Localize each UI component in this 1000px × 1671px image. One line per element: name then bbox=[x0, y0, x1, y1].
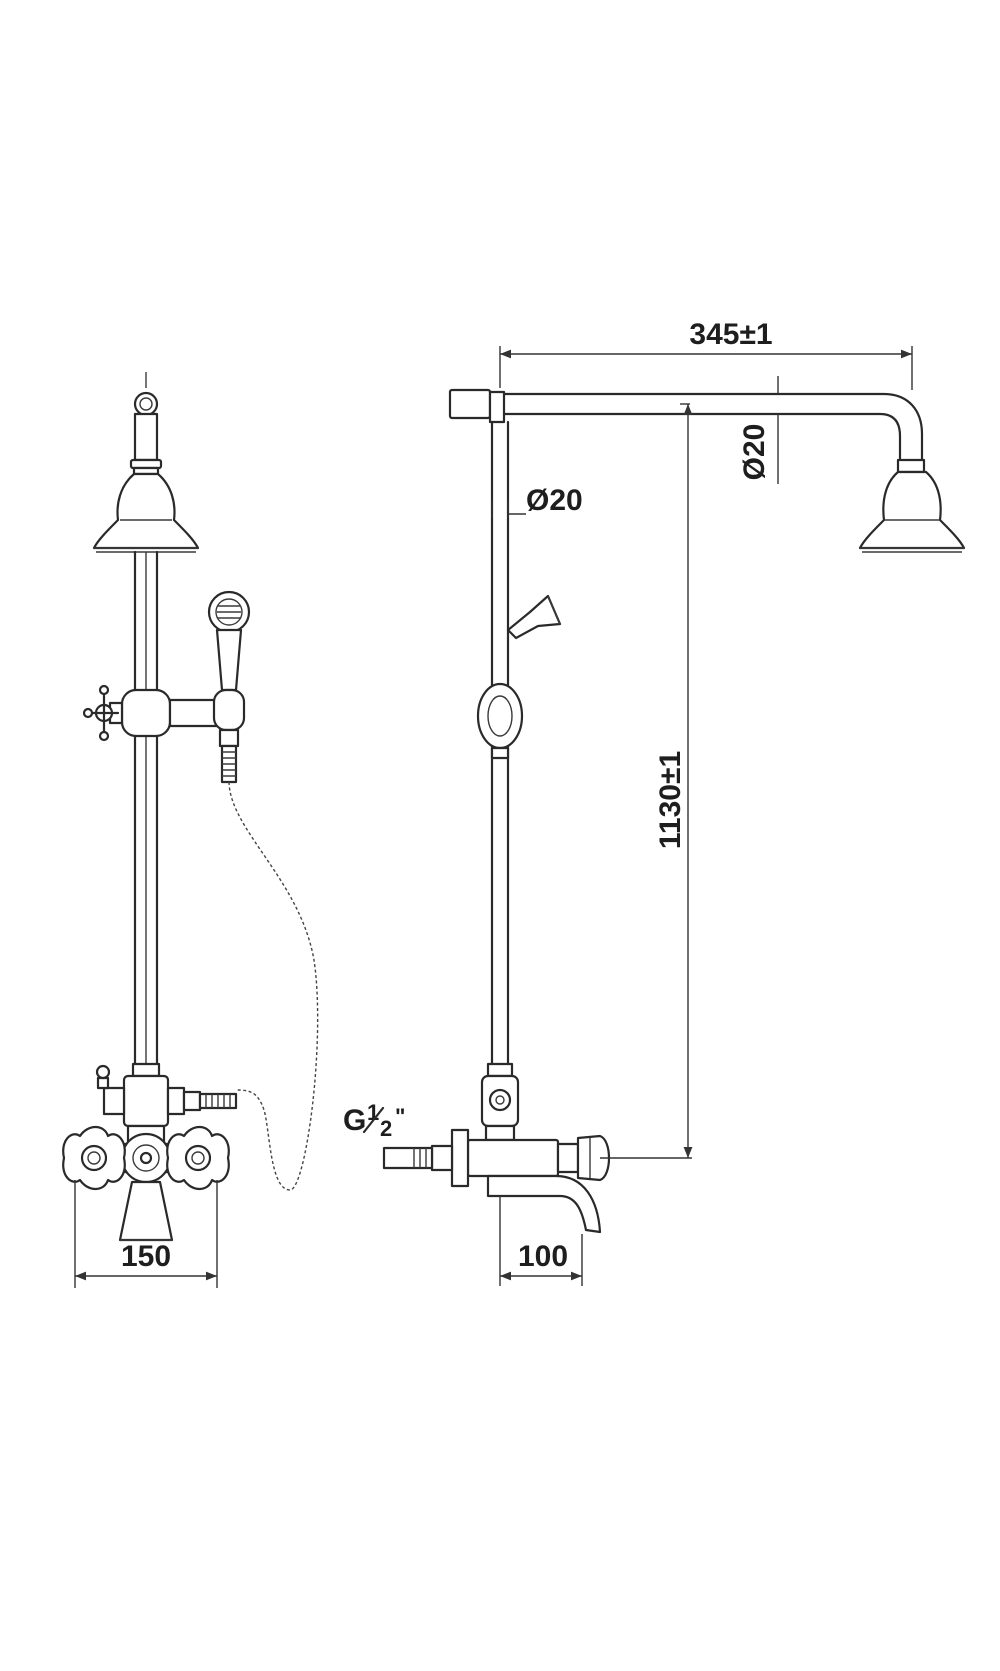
side-overhead-shower-head bbox=[858, 470, 966, 553]
side-shower-arm bbox=[502, 392, 926, 474]
side-slider-bracket bbox=[476, 682, 524, 760]
side-spout bbox=[486, 1174, 602, 1234]
dimension-head-arm-length: 345±1 bbox=[499, 318, 913, 390]
front-diverter-body bbox=[95, 1062, 238, 1128]
thread-spec-label: G 1 2 " bbox=[343, 1100, 405, 1141]
dimension-label-riser-diameter: Ø20 bbox=[526, 484, 583, 517]
thread-unit: " bbox=[395, 1104, 405, 1129]
front-flexible-hose bbox=[228, 781, 319, 1191]
side-inlet-connector bbox=[382, 1144, 454, 1172]
side-diverter-body bbox=[480, 1062, 520, 1142]
thread-numerator: 1 bbox=[367, 1100, 379, 1125]
dimension-inlet-centers: 150 bbox=[74, 1180, 218, 1288]
dimension-label-arm-diameter: Ø20 bbox=[738, 424, 771, 481]
thread-prefix: G bbox=[343, 1104, 366, 1137]
front-slider-bracket bbox=[82, 684, 222, 742]
dimension-label-150: 150 bbox=[121, 1240, 171, 1273]
front-riser-rail bbox=[133, 550, 159, 1066]
dimension-arm-diameter: Ø20 bbox=[738, 376, 779, 484]
side-hand-shower-holder bbox=[506, 594, 562, 640]
dimension-label-345: 345±1 bbox=[689, 318, 772, 351]
side-mixer-body bbox=[450, 1128, 611, 1188]
front-overhead-stem bbox=[129, 372, 163, 476]
side-top-connector bbox=[448, 388, 506, 424]
dimension-label-100: 100 bbox=[518, 1240, 568, 1273]
dimension-riser-diameter: Ø20 bbox=[491, 484, 583, 518]
front-right-cross-tap bbox=[166, 1125, 230, 1191]
side-view: G 1 2 " 345±1 Ø20 Ø20 bbox=[343, 318, 966, 1286]
dimension-label-1130: 1130±1 bbox=[654, 751, 687, 849]
front-hand-shower bbox=[207, 590, 251, 784]
dimension-spout-projection: 100 bbox=[499, 1196, 583, 1286]
front-left-cross-tap bbox=[62, 1125, 126, 1191]
front-view: 150 bbox=[62, 372, 319, 1288]
dimension-total-height: 1130±1 bbox=[600, 403, 693, 1159]
front-overhead-shower-head bbox=[92, 472, 200, 553]
thread-denominator: 2 bbox=[380, 1116, 392, 1141]
